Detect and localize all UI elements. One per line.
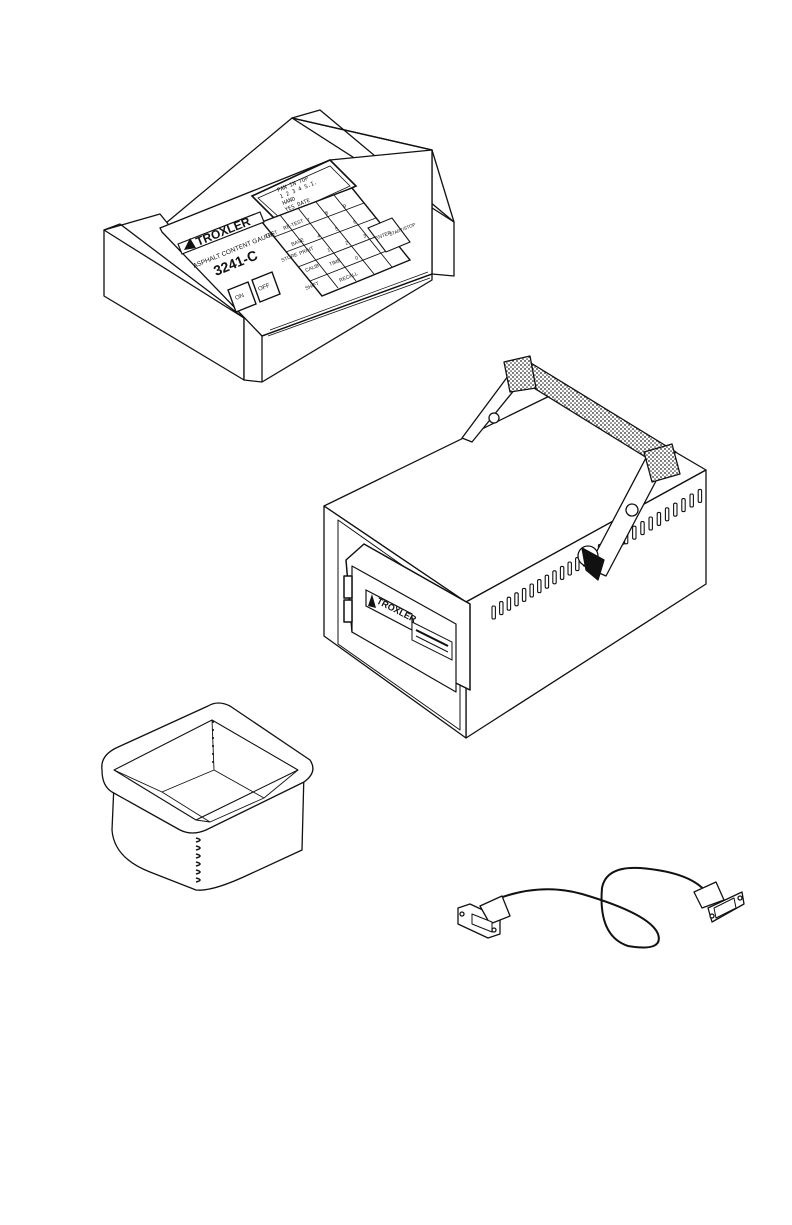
- serial-cable: [494, 868, 706, 948]
- vent-slot: [698, 489, 701, 502]
- vent-slot: [538, 580, 541, 593]
- vent-slot: [682, 499, 685, 512]
- vent-slot: [507, 597, 510, 610]
- vent-slot: [560, 566, 563, 579]
- vent-slot: [500, 602, 503, 615]
- vent-slot: [690, 494, 693, 507]
- vent-slot: [568, 562, 571, 575]
- connector-right-icon: [694, 882, 744, 922]
- vent-slot: [492, 606, 495, 619]
- sample-pan: [102, 703, 313, 890]
- vent-slot: [515, 593, 518, 606]
- vent-slot: [649, 517, 652, 530]
- vent-slot: [674, 503, 677, 516]
- vent-slot: [530, 584, 533, 597]
- vent-slot: [641, 522, 644, 535]
- vent-slot: [657, 512, 660, 525]
- connector-left-icon: [458, 896, 510, 938]
- vent-slot: [522, 588, 525, 601]
- vent-slot: [665, 508, 668, 521]
- vent-slot: [633, 526, 636, 539]
- vent-slot: [553, 571, 556, 584]
- vent-slot: [545, 575, 548, 588]
